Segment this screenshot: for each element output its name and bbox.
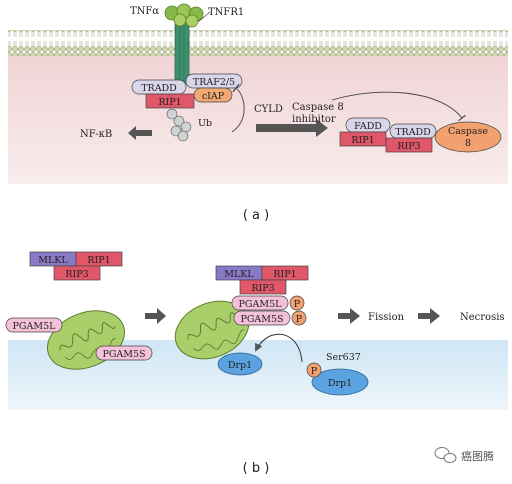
pgam5s-left-label: PGAM5S: [102, 349, 145, 360]
nfkb-arrow: [128, 126, 152, 140]
arrow-to-fission: [338, 308, 360, 324]
tradd-label: TRADD: [141, 83, 177, 94]
necrosis-label: Necrosis: [460, 312, 505, 323]
rip3-label: RIP3: [397, 141, 420, 152]
drp1-protein-phospho: Drp1: [311, 368, 369, 396]
mitochondrion-right: [174, 300, 250, 360]
nfkb-label: NF-κB: [80, 129, 112, 140]
tnfr1-label: TNFR1: [208, 7, 244, 18]
phospho-1: P: [289, 295, 305, 311]
caspase8-line2: 8: [465, 138, 471, 149]
pgam5s-protein-left: PGAM5S: [95, 345, 153, 361]
watermark: 癌图腾: [434, 447, 494, 463]
rip1-right-label: RIP1: [273, 269, 296, 280]
p2-label: P: [296, 314, 303, 325]
pgam5s-protein-right: PGAM5S: [233, 310, 291, 326]
rip1-left-label: RIP1: [87, 255, 110, 266]
p3-label: P: [311, 366, 318, 377]
tnfr1-receptor: [174, 21, 190, 85]
cyld-inhibition-curve: [231, 83, 245, 133]
mlkl-protein-left: MLKL: [29, 251, 77, 267]
rip1-protein-left: RIP1: [75, 251, 123, 267]
rip1-label: RIP1: [158, 97, 181, 108]
tnf-alpha-ligand: [164, 3, 204, 28]
rip1-protein: RIP1: [145, 93, 195, 109]
tradd2-label: TRADD: [395, 127, 431, 138]
ub-label: Ub: [198, 118, 212, 129]
pgam5l-protein-right: PGAM5L: [231, 295, 289, 311]
fission-label: Fission: [368, 312, 405, 323]
mlkl-protein-right: MLKL: [215, 265, 263, 281]
panel-b-label: ( b ): [243, 461, 270, 476]
arrow-to-complex: [145, 308, 166, 324]
cytoplasm-a: [8, 56, 508, 184]
tradd-protein: TRADD: [131, 79, 187, 95]
ciap-protein: cIAP: [193, 87, 233, 103]
complex-ii-arrow: [256, 119, 328, 137]
arrow-to-necrosis: [418, 308, 440, 324]
ciap-label: cIAP: [202, 91, 225, 102]
traf25-protein: TRAF2/5: [185, 73, 243, 89]
caspase-inhibitor-line1: Caspase 8: [292, 102, 344, 113]
fadd-label: FADD: [354, 121, 382, 132]
rip3-protein-left: RIP3: [53, 265, 101, 281]
drp1-a-label: Drp1: [228, 360, 252, 371]
cyld-label: CYLD: [254, 104, 283, 115]
drp1-b-label: Drp1: [328, 378, 352, 389]
caspase-inhibition-line: [331, 91, 466, 122]
rip1-b-label: RIP1: [351, 135, 374, 146]
panel-a: TNFα TNFR1 TRADD TRAF2/5 cIAP RIP1 Ub: [8, 3, 508, 184]
pgam5l-left-label: PGAM5L: [13, 321, 57, 332]
ubiquitin-chain: [166, 108, 192, 142]
panel-a-label: ( a ): [243, 208, 269, 223]
drp1-protein-active: Drp1: [217, 352, 263, 376]
caspase-inhibitor-line2: inhibitor: [292, 114, 336, 125]
rip3-protein-right: RIP3: [239, 279, 287, 295]
caspase8-protein: Caspase 8: [434, 121, 502, 153]
mlkl-left-label: MLKL: [38, 255, 68, 266]
cell-membrane: [8, 30, 508, 56]
caspase8-line1: Caspase: [448, 126, 488, 137]
dephosphorylation-curve: [255, 333, 303, 363]
rip3-left-label: RIP3: [65, 269, 88, 280]
p1-label: P: [294, 299, 301, 310]
rip3-right-label: RIP3: [251, 283, 274, 294]
phospho-3: P: [306, 362, 322, 378]
mlkl-right-label: MLKL: [224, 269, 254, 280]
pgam5s-right-label: PGAM5S: [240, 314, 283, 325]
panel-b: MLKL RIP1 RIP3 PGAM5L PGAM5S: [5, 251, 508, 410]
tnf-alpha-label: TNFα: [130, 6, 159, 17]
wechat-icon: [434, 447, 457, 463]
rip3-protein: RIP3: [385, 137, 433, 153]
pgam5l-right-label: PGAM5L: [239, 299, 283, 310]
rip1-protein-right: RIP1: [261, 265, 309, 281]
pgam5l-protein-left: PGAM5L: [5, 317, 63, 333]
phospho-2: P: [291, 310, 307, 326]
ser637-label: Ser637: [326, 352, 361, 363]
tradd-protein-2: TRADD: [389, 123, 437, 139]
fadd-protein: FADD: [345, 117, 391, 133]
traf25-label: TRAF2/5: [193, 77, 235, 88]
rip1-protein-2: RIP1: [339, 131, 387, 147]
watermark-text: 癌图腾: [461, 449, 494, 463]
